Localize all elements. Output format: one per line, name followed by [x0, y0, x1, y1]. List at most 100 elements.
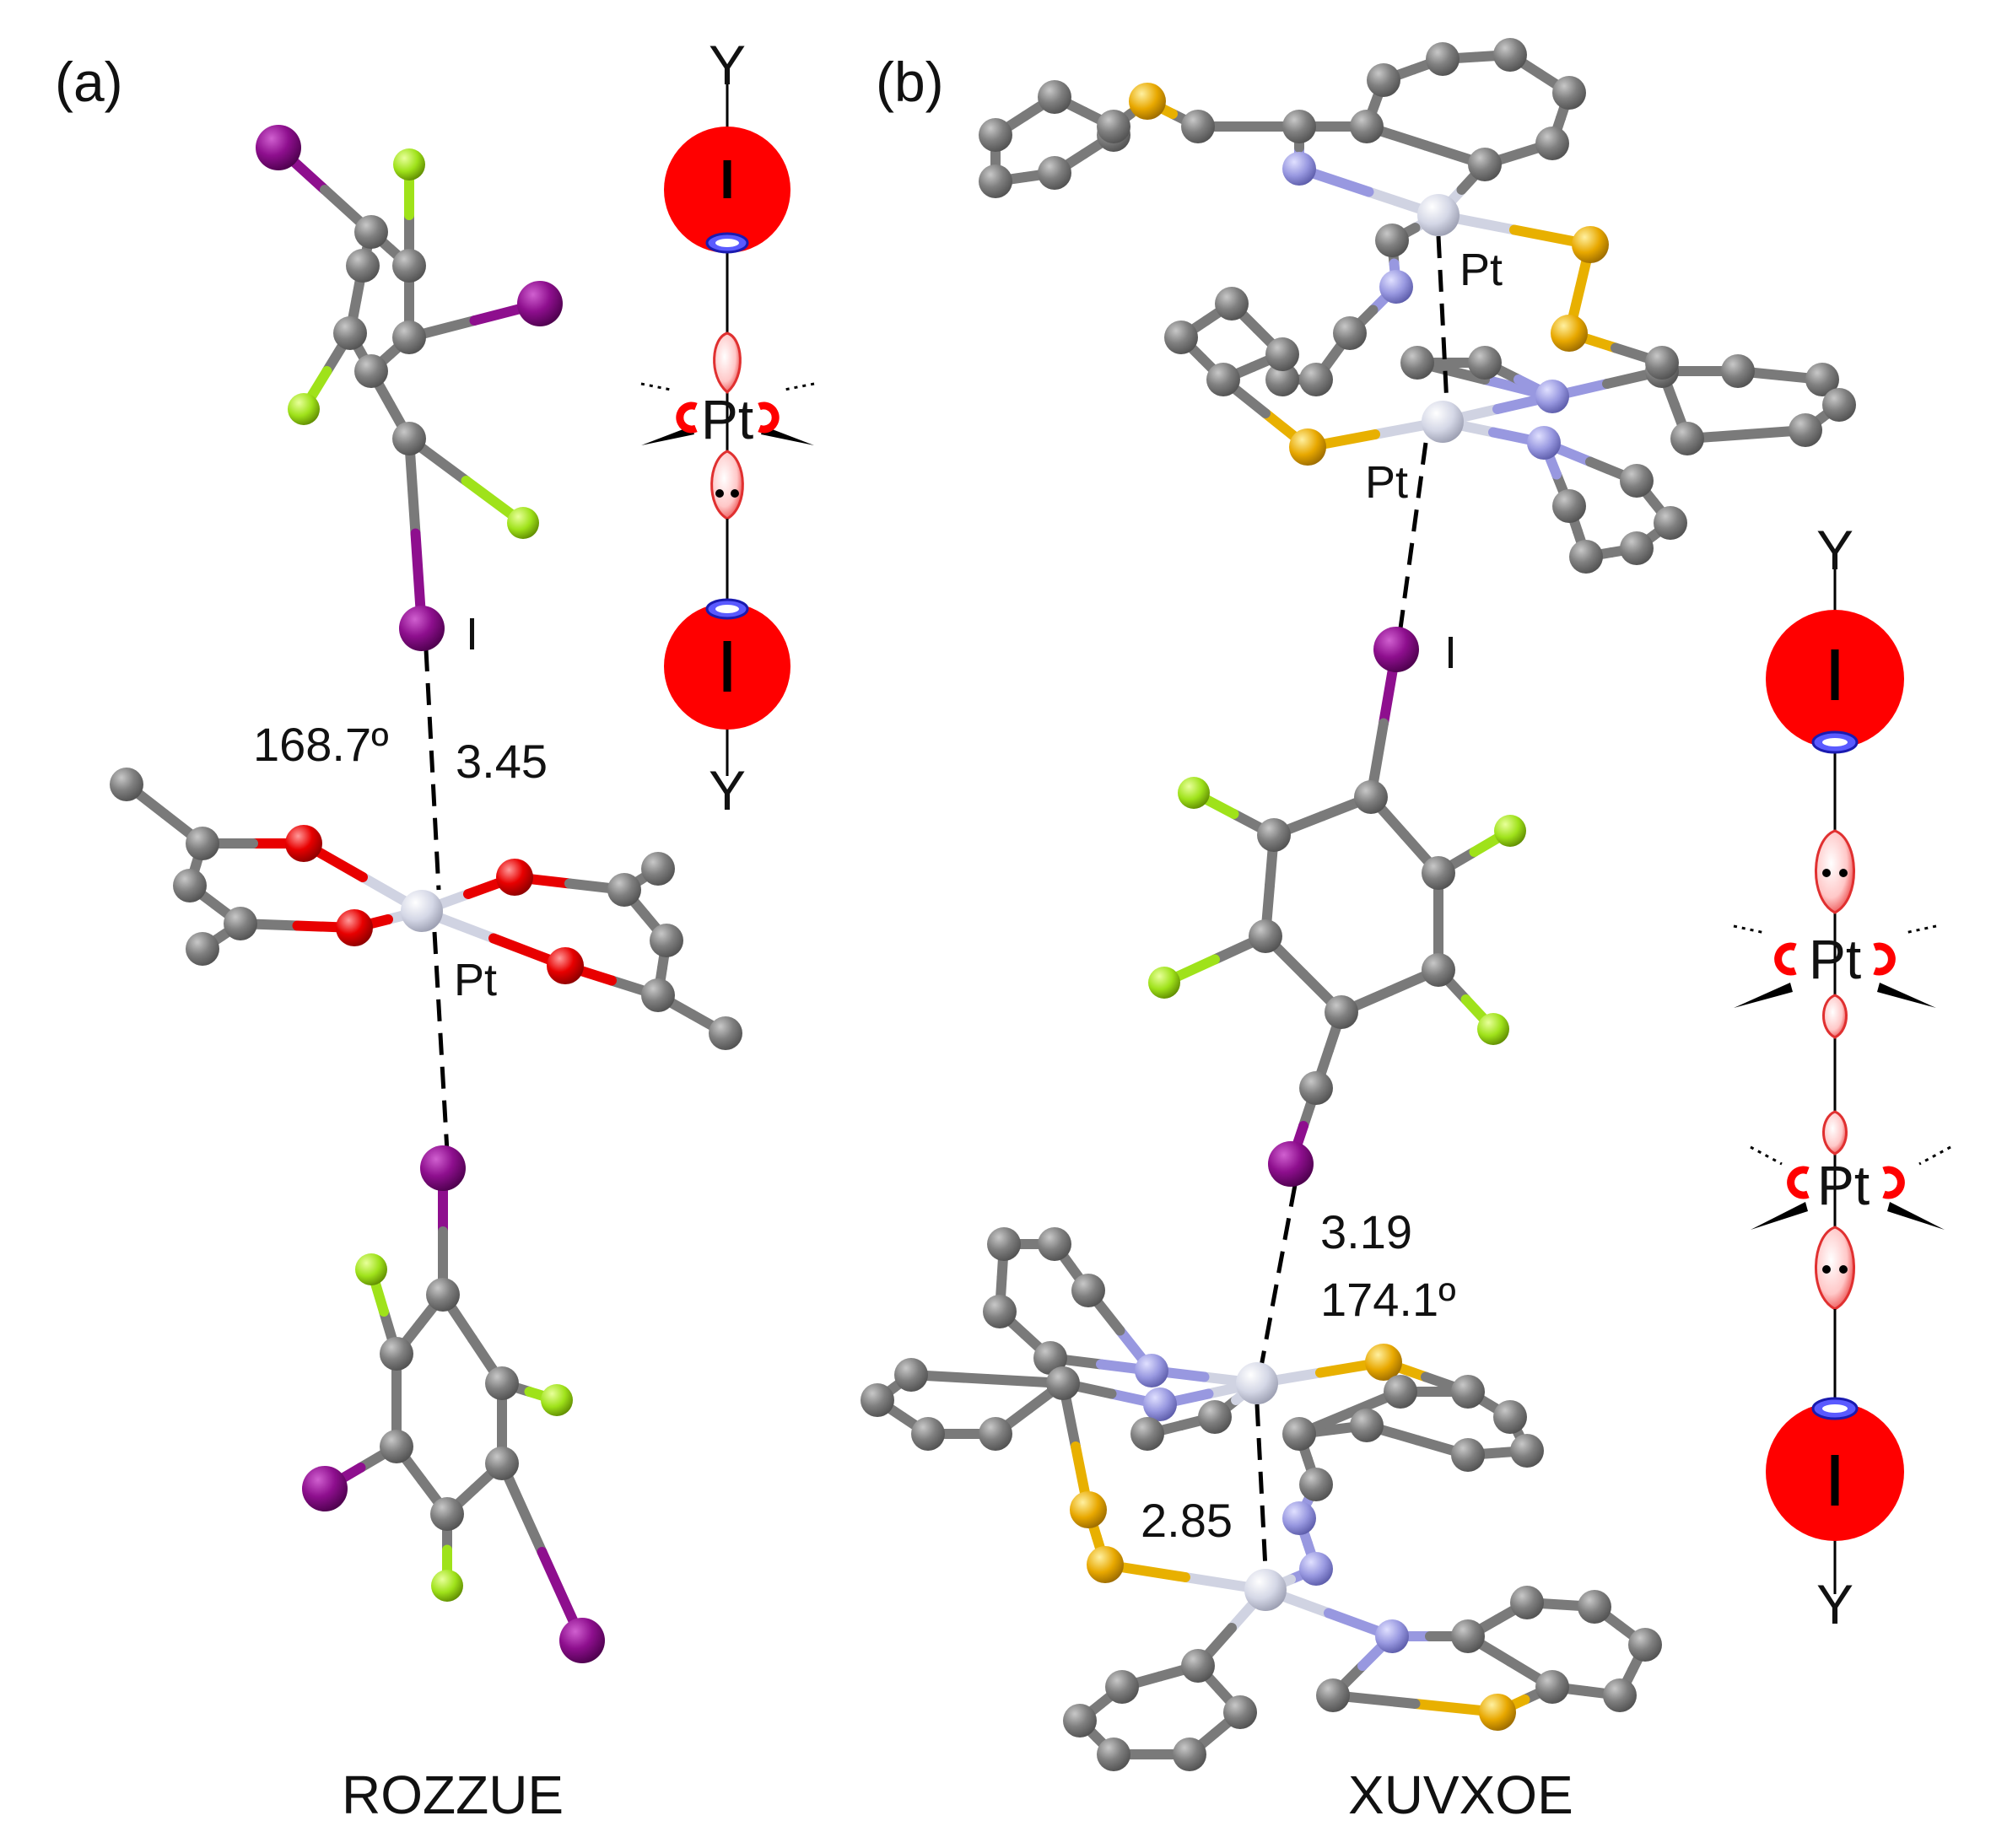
carbon-atom: [1063, 1704, 1097, 1738]
carbon-atom: [485, 1447, 519, 1480]
carbon-atom: [1578, 1590, 1611, 1624]
iodine-atom: [1268, 1141, 1314, 1187]
carbon-atom: [1316, 1678, 1350, 1712]
platinum-atom: [401, 890, 443, 932]
sulfur-atom: [1365, 1344, 1402, 1381]
carbon-atom: [1510, 1434, 1544, 1468]
schematic-b-y-top: Y: [1816, 519, 1853, 581]
carbon-atom: [1569, 540, 1603, 574]
panel-b-pt-mid-label: Pt: [1365, 457, 1408, 508]
panel-b-pt-top-label: Pt: [1460, 245, 1503, 295]
carbon-atom: [1130, 1417, 1164, 1451]
carbon-atom: [1206, 363, 1240, 396]
platinum-atom: [1422, 401, 1464, 443]
schematic-a: Pt Y Y: [640, 34, 815, 822]
carbon-atom: [173, 869, 207, 902]
fluorine-atom: [541, 1384, 573, 1416]
fluorine-atom: [507, 507, 539, 539]
carbon-atom: [1654, 506, 1687, 540]
carbon-atom: [186, 932, 219, 966]
fluorine-atom: [393, 148, 425, 180]
carbon-atom: [1620, 464, 1654, 498]
schematic-b-pt-upper: Pt: [1809, 928, 1861, 990]
platinum-atom: [1244, 1569, 1287, 1611]
interaction-dash-layer: [424, 235, 1449, 1570]
carbon-atom: [1721, 354, 1755, 388]
carbon-atom: [1215, 287, 1249, 321]
carbon-atom: [1422, 953, 1455, 987]
carbon-atom: [979, 1417, 1012, 1451]
carbon-atom: [1603, 1678, 1637, 1712]
carbon-atom: [1628, 1628, 1662, 1662]
interaction-line: [1398, 442, 1428, 629]
fluorine-atom: [1494, 815, 1526, 847]
carbon-atom: [979, 164, 1012, 198]
sulfur-atom: [1129, 83, 1166, 120]
sulfur-atom: [1479, 1694, 1516, 1731]
carbon-atom: [987, 1227, 1021, 1261]
carbon-atom: [1451, 1438, 1485, 1472]
carbon-atom: [1164, 321, 1198, 354]
carbon-atom: [1282, 1417, 1316, 1451]
carbon-atom: [1325, 995, 1358, 1029]
carbon-atom: [1451, 1375, 1485, 1409]
oxygen-atom: [336, 909, 373, 946]
carbon-atom: [1181, 1649, 1215, 1683]
panel-b-caption: XUVXOE: [1348, 1764, 1573, 1825]
oxygen-atom: [285, 825, 322, 862]
oxygen-atom: [547, 947, 584, 984]
iodine-atom: [517, 281, 563, 326]
carbon-atom: [485, 1366, 519, 1400]
interaction-line: [424, 649, 441, 891]
iodine-atom: [302, 1466, 348, 1511]
nitrogen-atom: [1143, 1387, 1177, 1421]
carbon-atom: [983, 1295, 1017, 1328]
schematic-b: Pt Pt Y Y: [1733, 519, 1951, 1635]
nitrogen-atom: [1527, 426, 1561, 460]
carbon-atom: [1097, 1738, 1130, 1771]
carbon-atom: [1451, 1619, 1485, 1653]
panel-b-distance-pt-pt: 2.85: [1141, 1494, 1233, 1547]
carbon-atom: [333, 316, 367, 350]
panel-a-caption: ROZZUE: [342, 1764, 564, 1825]
nitrogen-atom: [1375, 1619, 1409, 1653]
carbon-atom: [186, 827, 219, 860]
carbon-atom: [1198, 1400, 1232, 1434]
carbon-atom: [1510, 1586, 1544, 1619]
carbon-atom: [1822, 388, 1856, 422]
carbon-atom: [1038, 80, 1071, 114]
carbon-atom: [1400, 346, 1434, 380]
carbon-atom: [1181, 110, 1215, 143]
sulfur-atom: [1070, 1491, 1107, 1528]
atom-layer: [110, 38, 1856, 1771]
interaction-line: [432, 931, 450, 1152]
carbon-atom: [1552, 489, 1586, 523]
schematic-b-y-bottom: Y: [1816, 1573, 1853, 1635]
iodine-atom: [559, 1618, 605, 1663]
carbon-atom: [1645, 346, 1679, 380]
carbon-atom: [1105, 1670, 1139, 1704]
carbon-atom: [1620, 531, 1654, 565]
carbon-atom: [1299, 1071, 1333, 1105]
fluorine-atom: [1477, 1013, 1509, 1045]
carbon-atom: [641, 978, 675, 1012]
carbon-atom: [392, 321, 426, 354]
panel-b-distance-i-pt: 3.19: [1320, 1205, 1412, 1258]
carbon-atom: [1038, 156, 1071, 190]
carbon-atom: [1299, 363, 1333, 396]
iodine-atom: [1373, 627, 1419, 672]
carbon-atom: [110, 768, 143, 801]
carbon-atom: [650, 924, 683, 957]
sulfur-atom: [1289, 428, 1326, 466]
schematic-a-pt: Pt: [701, 388, 753, 450]
panel-a-pt-label: Pt: [454, 955, 497, 1005]
carbon-atom: [1367, 63, 1400, 97]
carbon-atom: [1333, 316, 1367, 350]
carbon-atom: [861, 1383, 894, 1417]
nitrogen-atom: [1282, 1501, 1316, 1535]
carbon-atom: [1033, 1341, 1067, 1375]
carbon-atom: [1282, 110, 1316, 143]
fluorine-atom: [288, 393, 320, 425]
